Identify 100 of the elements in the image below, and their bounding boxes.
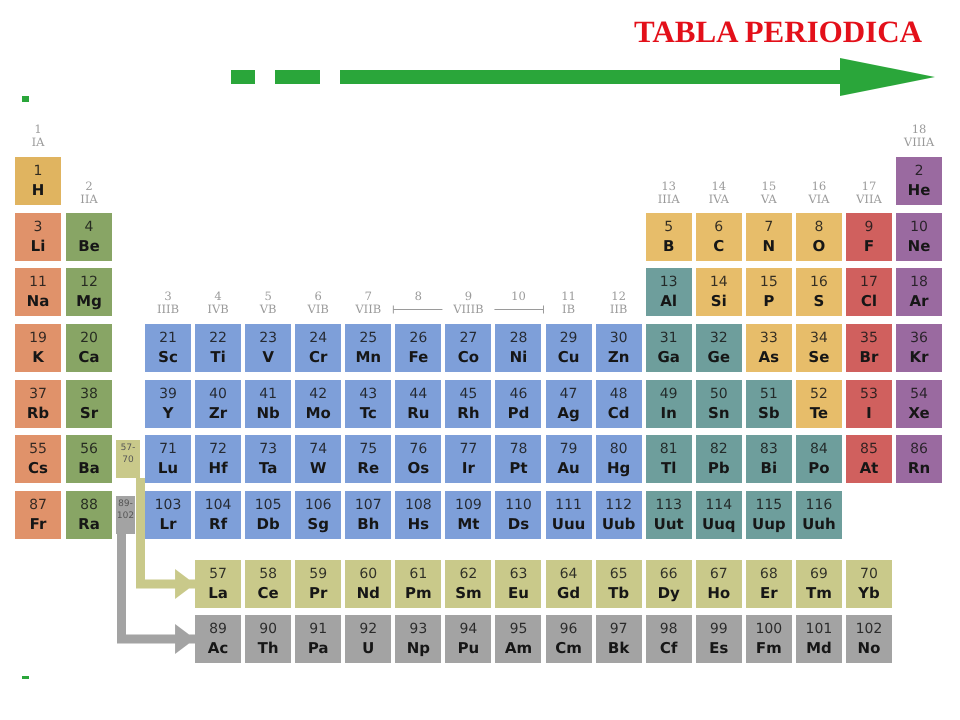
atomic-number: 25 [359,329,378,347]
atomic-number: 10 [910,218,928,236]
element-cell [245,324,292,372]
element-symbol: Os [408,458,430,478]
atomic-number: 72 [209,440,227,458]
element-symbol: Np [406,638,430,658]
element-cell [15,268,61,316]
element-cell [646,324,692,372]
atomic-number: 33 [760,329,778,347]
element-cell [546,435,592,483]
element-cell [596,491,642,539]
group-number: 14 [710,180,728,193]
element-cell [495,560,542,608]
element-cell [295,560,342,608]
group-number: 8 [414,290,423,303]
element-cell [245,615,292,663]
element-cell [796,491,842,539]
atomic-number: 12 [80,273,98,291]
element-symbol: Ne [908,236,930,256]
atomic-number: 95 [510,620,528,638]
atomic-number: 15 [760,273,778,291]
atomic-number: 28 [510,329,528,347]
atomic-number: 66 [660,565,678,583]
element-symbol: Nd [356,583,380,603]
atomic-number: 53 [860,385,878,403]
atomic-number: 106 [304,496,332,514]
element-symbol: Yb [858,583,880,603]
atomic-number: 68 [760,565,778,583]
element-symbol: Re [357,458,380,478]
element-cell [395,380,442,428]
title: TABLA PERIODICA [634,14,922,50]
element-symbol: Br [860,347,878,367]
element-symbol: Db [256,514,280,534]
element-cell [195,560,242,608]
atomic-number: 18 [910,273,928,291]
atomic-number: 5 [664,218,674,236]
group-number: 3 [163,290,173,303]
element-cell [546,491,592,539]
element-symbol: Md [806,638,832,658]
atomic-number: 84 [810,440,828,458]
element-symbol: H [32,180,44,200]
element-symbol: S [814,291,824,311]
element-symbol: Ir [462,458,475,478]
element-symbol: Pa [308,638,329,658]
element-symbol: Y [162,403,174,423]
element-symbol: Hg [606,458,630,478]
element-cell [66,435,112,483]
atomic-number: 102 [856,620,882,638]
atomic-number: 114 [705,496,732,514]
atomic-number: 14 [710,273,728,291]
element-symbol: Bi [760,458,778,478]
element-cell [445,435,492,483]
element-symbol: Uub [602,514,636,534]
element-symbol: Mt [457,514,480,534]
element-cell [245,435,292,483]
atomic-number: 4 [84,218,94,236]
element-symbol: Sm [455,583,482,603]
element-cell [145,380,191,428]
element-symbol: Gd [557,583,580,603]
element-symbol: Ag [557,403,580,423]
element-cell [395,324,442,372]
element-symbol: Tl [661,458,676,478]
element-cell [596,615,642,663]
element-symbol: Rb [26,403,50,423]
element-symbol: He [908,180,930,200]
atomic-number: 104 [204,496,232,514]
atomic-number: 92 [359,620,378,638]
element-symbol: Pb [708,458,730,478]
atomic-number: 55 [29,440,47,458]
atomic-number: 93 [409,620,428,638]
element-cell [596,435,642,483]
element-cell [696,380,742,428]
atomic-number: 35 [860,329,878,347]
group-name: VIIA [855,193,883,206]
element-cell [15,157,61,205]
group-name: VIIIB [452,303,485,316]
atomic-number: 91 [309,620,328,638]
atomic-number: 107 [354,496,382,514]
element-cell [646,560,692,608]
element-symbol: Uup [752,514,786,534]
element-cell [495,491,542,539]
element-symbol: N [762,236,776,256]
element-cell [746,324,792,372]
atomic-number: 24 [309,329,328,347]
element-symbol: Pu [458,638,480,658]
element-symbol: Am [504,638,532,658]
atomic-number: 54 [910,385,928,403]
group-number: 6 [314,290,323,303]
element-cell [66,491,112,539]
element-symbol: Co [458,347,480,367]
element-symbol: Ra [78,514,100,534]
element-cell [345,560,392,608]
group-name: IIB [608,303,628,316]
atomic-number: 30 [610,329,628,347]
atomic-number: 101 [806,620,832,638]
element-cell [15,491,61,539]
element-symbol: Pd [508,403,530,423]
element-symbol: Cr [309,347,328,367]
element-symbol: La [208,583,228,603]
atomic-number: 59 [309,565,328,583]
